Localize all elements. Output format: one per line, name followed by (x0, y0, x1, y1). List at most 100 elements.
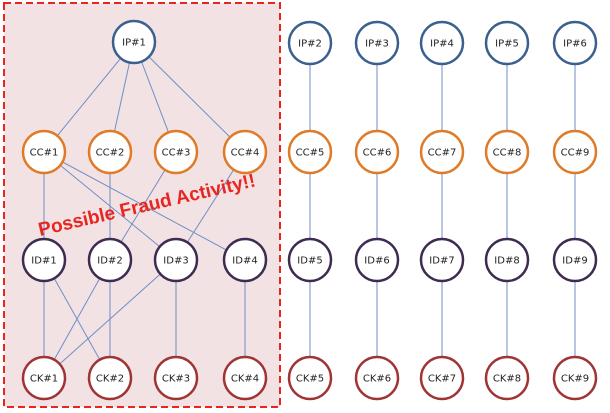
node-circle (552, 20, 598, 66)
node-ck5: CK#5 (287, 355, 333, 401)
node-circle (87, 355, 133, 401)
node-circle (153, 355, 199, 401)
node-ck2: CK#2 (87, 355, 133, 401)
node-ip1: IP#1 (111, 19, 157, 65)
node-circle (222, 129, 268, 175)
node-circle (21, 355, 67, 401)
node-circle (354, 129, 400, 175)
node-label: ID#4 (232, 256, 257, 267)
node-id4: ID#4 (222, 237, 268, 283)
node-label: CC#3 (162, 148, 191, 159)
node-id2: ID#2 (87, 237, 133, 283)
node-circle (222, 237, 268, 283)
node-label: IP#3 (365, 39, 389, 50)
node-label: CC#1 (30, 148, 59, 159)
node-ck6: CK#6 (354, 355, 400, 401)
node-circle (21, 237, 67, 283)
node-id6: ID#6 (354, 237, 400, 283)
node-circle (484, 237, 530, 283)
node-cc6: CC#6 (354, 129, 400, 175)
node-circle (287, 20, 333, 66)
node-label: ID#3 (163, 256, 188, 267)
node-label: ID#7 (429, 256, 454, 267)
node-ck8: CK#8 (484, 355, 530, 401)
node-ck7: CK#7 (419, 355, 465, 401)
node-cc1: CC#1 (21, 129, 67, 175)
node-ck4: CK#4 (222, 355, 268, 401)
node-label: CK#2 (96, 374, 124, 385)
node-circle (153, 237, 199, 283)
node-label: ID#5 (297, 256, 322, 267)
node-label: IP#2 (298, 39, 322, 50)
node-circle (419, 129, 465, 175)
node-label: ID#9 (562, 256, 587, 267)
node-label: IP#4 (430, 39, 454, 50)
node-label: CK#8 (493, 374, 521, 385)
node-ck1: CK#1 (21, 355, 67, 401)
node-label: CC#8 (493, 148, 522, 159)
node-label: CK#1 (30, 374, 58, 385)
node-cc5: CC#5 (287, 129, 333, 175)
node-label: ID#2 (97, 256, 122, 267)
node-ip5: IP#5 (484, 20, 530, 66)
node-circle (287, 237, 333, 283)
node-id3: ID#3 (153, 237, 199, 283)
node-label: ID#6 (364, 256, 389, 267)
node-id9: ID#9 (552, 237, 598, 283)
edge-ID3-CK1 (43, 259, 177, 379)
node-circle (111, 19, 157, 65)
node-circle (552, 129, 598, 175)
node-circle (419, 355, 465, 401)
node-label: CC#4 (231, 148, 260, 159)
node-cc8: CC#8 (484, 129, 530, 175)
node-label: CC#7 (428, 148, 457, 159)
node-cc3: CC#3 (153, 129, 199, 175)
node-circle (287, 129, 333, 175)
node-circle (222, 355, 268, 401)
node-circle (87, 237, 133, 283)
node-label: IP#5 (495, 39, 519, 50)
node-circle (484, 20, 530, 66)
node-cc4: CC#4 (222, 129, 268, 175)
node-ck3: CK#3 (153, 355, 199, 401)
node-label: CK#7 (428, 374, 456, 385)
node-cc9: CC#9 (552, 129, 598, 175)
node-label: CK#4 (231, 374, 259, 385)
node-circle (153, 129, 199, 175)
edge-CC1-ID4 (43, 151, 246, 261)
node-circle (354, 355, 400, 401)
node-label: CC#9 (561, 148, 590, 159)
node-circle (484, 129, 530, 175)
node-id5: ID#5 (287, 237, 333, 283)
node-label: IP#1 (122, 38, 146, 49)
node-label: ID#8 (494, 256, 519, 267)
node-ip3: IP#3 (354, 20, 400, 66)
edge-IP1-CC4 (133, 41, 246, 153)
node-id1: ID#1 (21, 237, 67, 283)
node-label: IP#6 (563, 39, 587, 50)
node-ip6: IP#6 (552, 20, 598, 66)
node-id7: ID#7 (419, 237, 465, 283)
node-label: CC#6 (363, 148, 392, 159)
node-label: CK#6 (363, 374, 391, 385)
node-circle (287, 355, 333, 401)
node-circle (87, 129, 133, 175)
edge-ID2-CK1 (43, 259, 111, 379)
node-cc2: CC#2 (87, 129, 133, 175)
node-ck9: CK#9 (552, 355, 598, 401)
node-circle (354, 237, 400, 283)
node-circle (354, 20, 400, 66)
node-ip2: IP#2 (287, 20, 333, 66)
node-cc7: CC#7 (419, 129, 465, 175)
node-label: CK#3 (162, 374, 190, 385)
node-label: ID#1 (31, 256, 56, 267)
node-label: CK#9 (561, 374, 589, 385)
node-label: CC#5 (296, 148, 325, 159)
node-circle (552, 355, 598, 401)
node-id8: ID#8 (484, 237, 530, 283)
node-circle (419, 237, 465, 283)
node-circle (419, 20, 465, 66)
node-label: CK#5 (296, 374, 324, 385)
edge-IP1-CC1 (43, 41, 135, 153)
